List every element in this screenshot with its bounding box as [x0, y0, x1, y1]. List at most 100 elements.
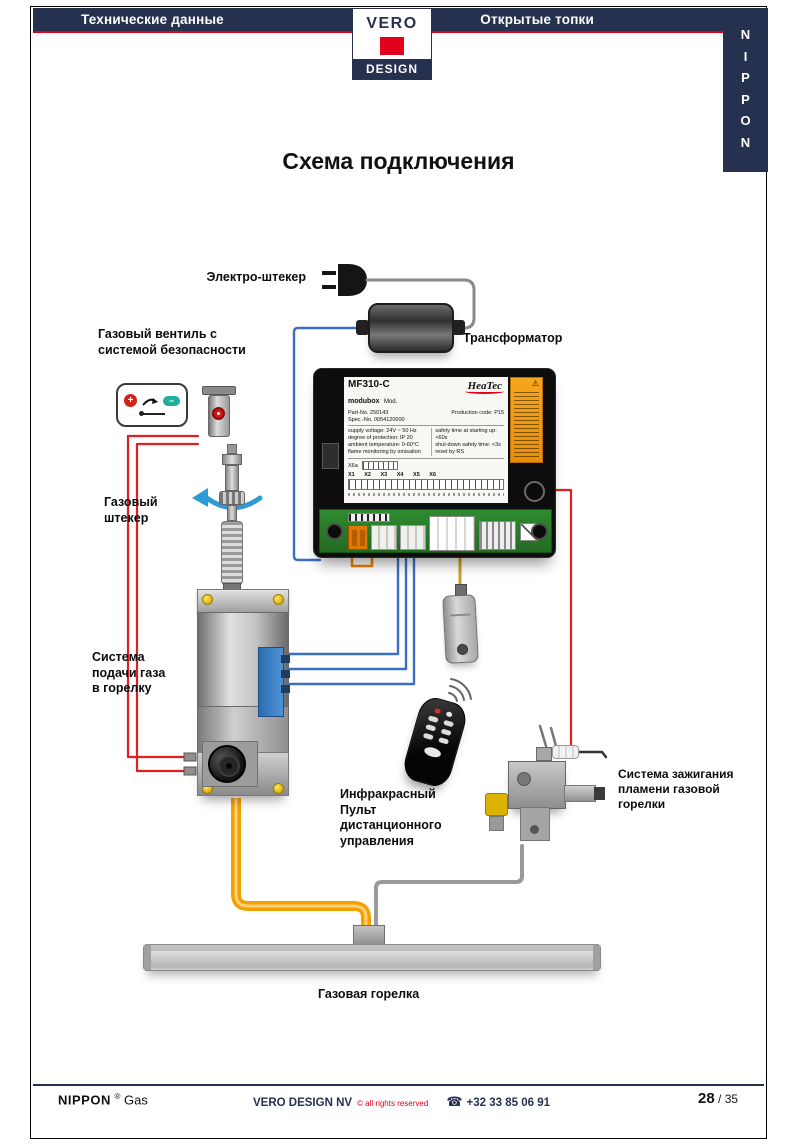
main-connector-block — [429, 516, 475, 551]
label-gas-supply: Система подачи газа в горелку — [92, 650, 166, 696]
rotate-arrowhead-icon — [192, 488, 208, 507]
reset-button — [524, 481, 545, 502]
transformer-terminal — [452, 320, 465, 335]
cable-plug-to-transformer — [365, 278, 476, 330]
gas-block-knob — [208, 745, 246, 783]
remote-button — [445, 711, 453, 718]
arrow-icon — [142, 397, 158, 406]
igniter-yellow-fitting — [485, 793, 508, 816]
nippon-sidebar: N I P P O N — [723, 8, 768, 172]
red-wire-connector — [183, 766, 197, 776]
igniter-lower-block — [520, 807, 550, 841]
label-transformer: Трансформатор — [463, 331, 563, 345]
logo-red-square-icon — [380, 37, 404, 55]
wire-board-to-gasvalve-2 — [286, 548, 408, 671]
terminal-strip-diagram — [348, 478, 504, 490]
fine-print-line — [348, 492, 504, 496]
gas-plug-tip — [227, 444, 237, 454]
gas-burner-bar — [143, 944, 601, 971]
controller-specs-left: supply voltage: 24V ~ 50 Hz degree of pr… — [348, 428, 433, 456]
gas-flex-hose — [221, 521, 243, 585]
logo-design-text: DESIGN — [353, 59, 431, 79]
footer-company-line: VERO DESIGN NV © all rights reserved ☎ +… — [253, 1094, 550, 1110]
controller-specs-right: safety time at starting up: <60s shut-do… — [435, 428, 501, 455]
controller-production-code: Production code: P15 — [451, 410, 504, 416]
page-number: 28 / 35 — [698, 1090, 738, 1107]
gas-block-terminal — [281, 685, 290, 693]
gas-pipe-highlight — [234, 798, 368, 930]
wire-safety-red-2 — [135, 442, 200, 773]
page-number-total: / 35 — [718, 1092, 739, 1106]
igniter-cylinder — [564, 785, 596, 802]
phone-icon: ☎ — [446, 1094, 463, 1109]
remote-button — [440, 728, 452, 736]
safety-valve-red-button — [212, 407, 225, 420]
remote-button — [422, 732, 434, 741]
igniter-bracket — [489, 816, 504, 831]
label-gas-plug: Газовый штекер — [104, 495, 158, 525]
igniter-electrode-rod — [577, 750, 608, 759]
igniter-hex-nut — [536, 747, 552, 761]
electric-plug-icon — [338, 264, 367, 296]
terminal-labels: X1 X2 X3 X4 X5 X6 — [348, 471, 437, 478]
wire-transformer-to-board — [292, 326, 370, 562]
gas-valve-safety-icon: + − — [116, 383, 188, 427]
label-ignition: Система зажигания пламени газовой горелк… — [618, 767, 734, 811]
control-box: MF310-C modubox Mod. HeaTec Part-No. 250… — [313, 368, 556, 558]
gas-plug-body — [225, 465, 239, 491]
wire-orange-jumper — [350, 550, 374, 568]
controller-mod: Mod. — [383, 399, 398, 405]
plug-prong-icon — [322, 271, 336, 275]
footer-phone: +32 33 85 06 91 — [466, 1097, 550, 1109]
igniter-cylinder-cap — [594, 787, 605, 800]
terminal-strip — [479, 521, 516, 550]
valve-icon-symbols: + − — [124, 394, 180, 407]
page-border — [30, 6, 767, 1139]
plus-icon: + — [124, 394, 137, 407]
label-remote: Инфракрасный Пульт дистанционного управл… — [340, 787, 442, 848]
page-title: Схема подключения — [282, 148, 515, 174]
igniter-valve-block — [508, 761, 566, 809]
bolt-icon — [202, 594, 213, 605]
ir-signal-icon — [450, 678, 472, 700]
ir-signal-icon — [448, 692, 458, 702]
gas-block-terminal — [281, 670, 290, 678]
wire-board-to-gasvalve-3 — [286, 548, 416, 686]
gas-block-terminal-plate — [258, 647, 284, 717]
remote-buttons — [434, 707, 453, 718]
terminal-x6a-diagram — [361, 460, 398, 470]
terminal-x6a-label: X6a — [348, 462, 358, 469]
transformer-terminal — [356, 320, 369, 335]
footer-brand: NIPPON ® Gas — [58, 1092, 148, 1107]
footer-rights: © all rights reserved — [357, 1099, 429, 1108]
burner-inlet-box — [353, 925, 385, 946]
footer-company: VERO DESIGN NV — [253, 1097, 353, 1109]
igniter-ceramic-insulator — [552, 745, 579, 759]
wire-safety-red-1 — [126, 434, 200, 759]
warning-icon: ⚠ — [531, 379, 539, 388]
header-section-left: Технические данные — [81, 12, 224, 27]
gas-plug-coupling — [219, 491, 245, 505]
gas-plug-neck — [227, 505, 237, 521]
label-burner: Газовая горелка — [318, 987, 420, 1001]
plug-prong-icon — [322, 285, 336, 289]
control-box-label: MF310-C modubox Mod. HeaTec Part-No. 250… — [344, 377, 508, 503]
bolt-icon — [273, 594, 284, 605]
footer-brand-name: NIPPON — [58, 1092, 111, 1108]
remote-button — [427, 715, 439, 723]
remote-button — [422, 745, 442, 759]
cable-igniter-to-burner — [374, 844, 524, 932]
safety-valve-cap — [202, 386, 236, 395]
control-box-side-connector — [322, 443, 339, 469]
registered-icon: ® — [114, 1092, 121, 1101]
vero-design-logo: VERO DESIGN — [352, 8, 432, 80]
remote-button — [438, 737, 450, 745]
header-section-right: Открытые топки — [480, 12, 594, 27]
red-wire-connector — [183, 752, 197, 762]
remote-button — [425, 723, 437, 732]
footer-brand-suffix: Gas — [124, 1092, 148, 1108]
wire-board-to-gasvalve-1 — [286, 548, 400, 656]
gas-plug-collar — [222, 454, 242, 465]
